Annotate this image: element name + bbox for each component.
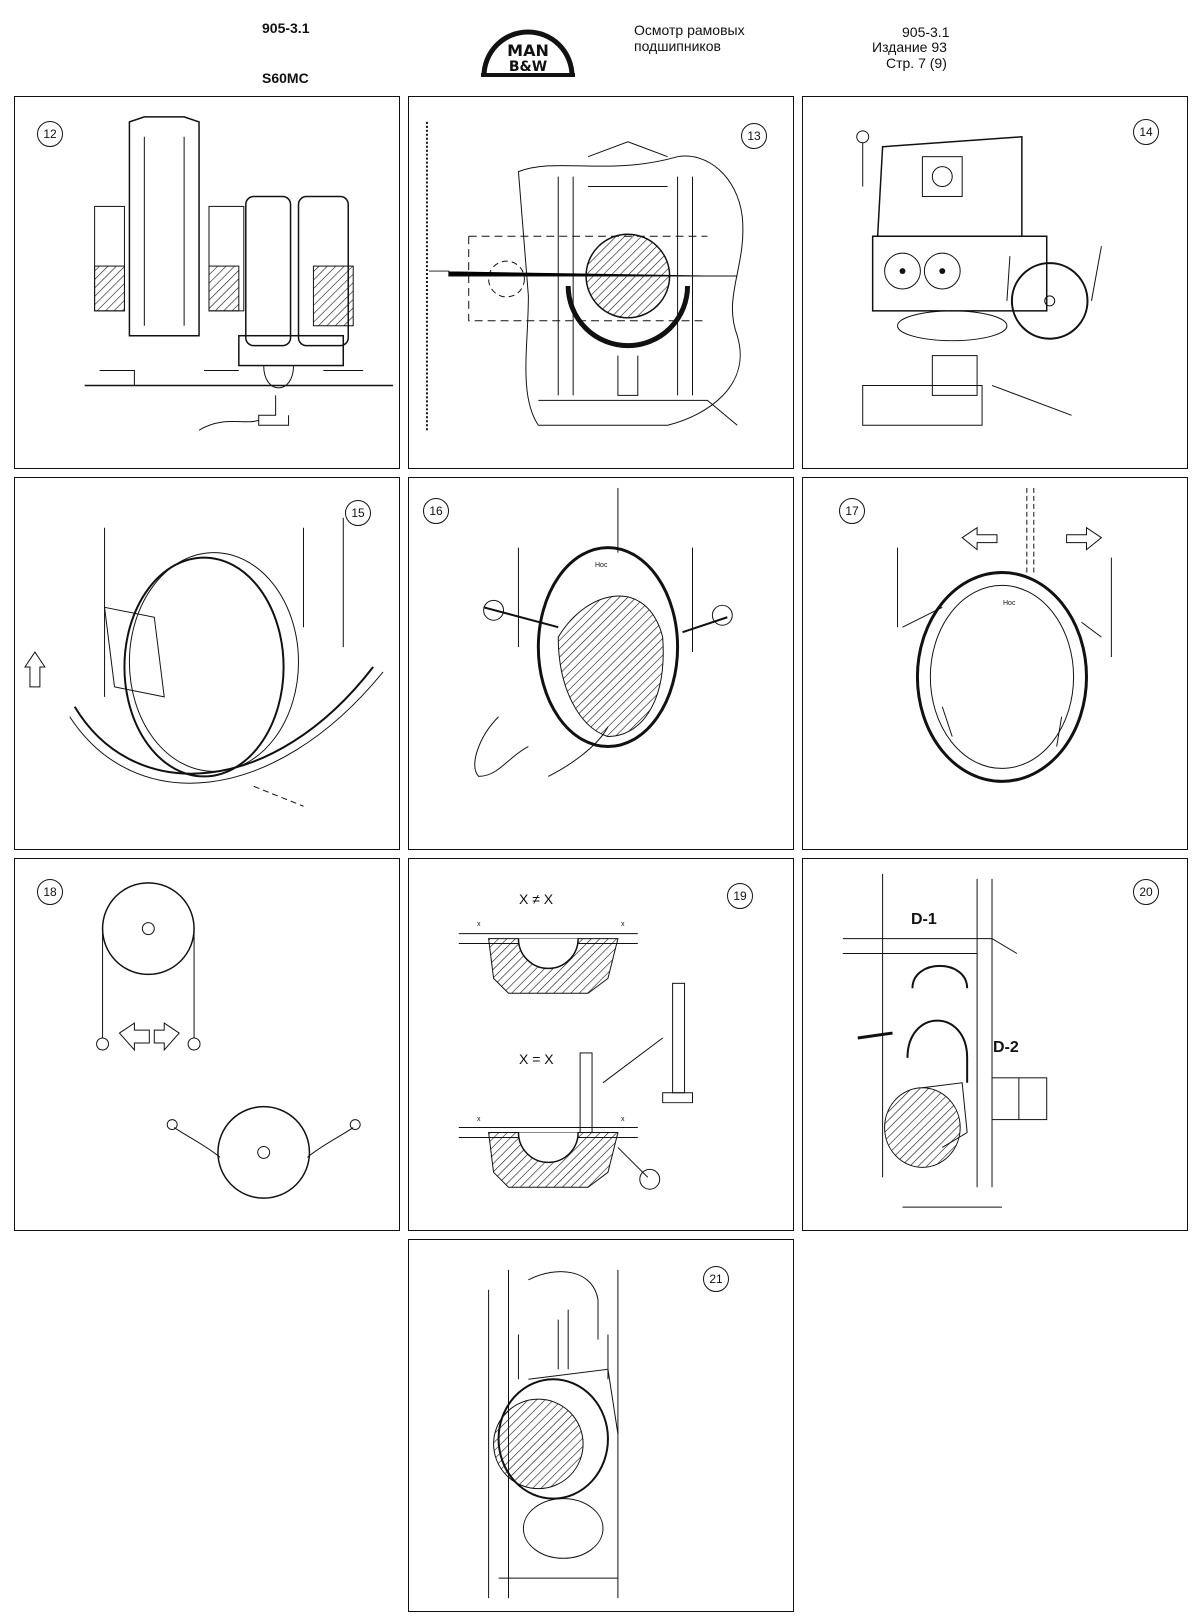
- figure-19-number: 19: [727, 883, 753, 909]
- figure-19-x-mark-bottom-right: x: [621, 1116, 625, 1123]
- figure-12-drawing: [84, 116, 393, 431]
- figure-20-label-d1: D-1: [911, 911, 937, 928]
- figure-20-drawing: [842, 873, 1048, 1208]
- document-code-right: 905-3.1: [902, 24, 950, 40]
- figure-16-nos-tag: Нос: [595, 562, 608, 569]
- figure-16-number: 16: [423, 498, 449, 524]
- figure-19-label-equal: X = X: [519, 1051, 554, 1067]
- figure-20-label-d2: D-2: [993, 1039, 1019, 1056]
- figure-20-number: 20: [1133, 879, 1159, 905]
- figure-13-number: 13: [741, 123, 767, 149]
- figure-14-number: 14: [1133, 119, 1159, 145]
- figure-13-panel: 13: [408, 96, 794, 469]
- man-bw-logo: MAN B&W: [478, 26, 578, 78]
- engine-model: S60MC: [262, 70, 309, 86]
- figure-16-panel: 16 Нос: [408, 477, 794, 850]
- figure-20-panel: 20 D-1 D-2: [802, 858, 1188, 1231]
- figure-17-panel: 17 Нос: [802, 477, 1188, 850]
- figure-17-drawing: [897, 487, 1112, 783]
- figure-19-x-mark-bottom-left: x: [477, 1116, 481, 1123]
- figure-17-number: 17: [839, 498, 865, 524]
- figure-19-label-not-equal: X ≠ X: [519, 891, 554, 907]
- figure-13-drawing: [425, 121, 744, 431]
- title-line-1: Осмотр рамовых: [634, 22, 745, 38]
- figure-14-panel: 14: [802, 96, 1188, 469]
- figure-19-panel: 19 X ≠ X X = X x x x x: [408, 858, 794, 1231]
- document-code-left: 905-3.1: [262, 20, 310, 36]
- figure-16-drawing: [474, 487, 733, 777]
- figure-18-panel: 18: [14, 858, 400, 1231]
- figure-12-number: 12: [37, 121, 63, 147]
- page-number: Стр. 7 (9): [886, 55, 947, 71]
- figure-15-drawing: [24, 517, 384, 807]
- figure-19-drawing: [458, 933, 694, 1190]
- figure-14-drawing: [856, 130, 1102, 426]
- figure-21-panel: 21: [408, 1239, 794, 1612]
- figure-12-panel: 12: [14, 96, 400, 469]
- figure-15-panel: 15: [14, 477, 400, 850]
- title-line-2: подшипников: [634, 38, 721, 54]
- figure-17-nos-tag: Нос: [1003, 600, 1016, 607]
- edition: Издание 93: [872, 39, 947, 55]
- figure-18-drawing: [96, 882, 361, 1199]
- figure-18-number: 18: [37, 879, 63, 905]
- logo-text-bw: B&W: [509, 59, 547, 75]
- figure-19-x-mark-top-right: x: [621, 921, 625, 928]
- figure-19-x-mark-top-left: x: [477, 921, 481, 928]
- figure-21-drawing: [488, 1269, 619, 1599]
- figure-15-number: 15: [345, 500, 371, 526]
- figure-21-number: 21: [703, 1266, 729, 1292]
- logo-text-man: MAN: [507, 41, 549, 60]
